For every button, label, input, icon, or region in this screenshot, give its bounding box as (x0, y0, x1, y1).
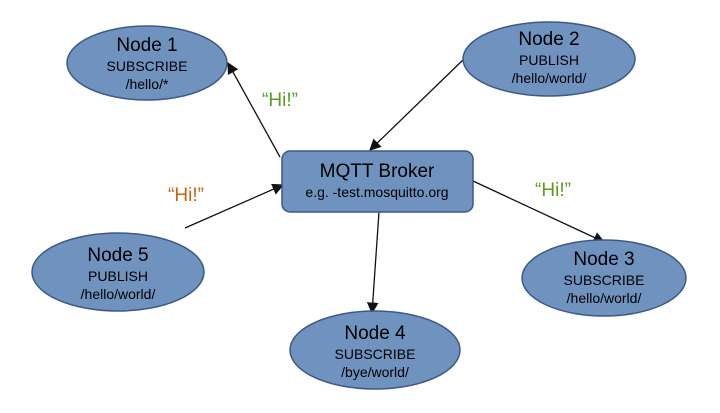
node-1-topic: /hello/* (126, 76, 169, 92)
node-5-topic: /hello/world/ (81, 286, 156, 302)
message-label-node-5-to-broker: “Hi!” (168, 185, 204, 206)
node-2-name: Node 2 (518, 29, 579, 50)
node-5-action: PUBLISH (88, 268, 148, 284)
edge-broker-to-node-4 (366, 211, 380, 315)
node-5: Node 5 PUBLISH /hello/world/ (31, 232, 205, 312)
node-2-topic: /hello/world/ (512, 70, 587, 86)
broker-title: MQTT Broker (320, 161, 435, 182)
edge-node-5-to-broker (184, 183, 285, 229)
node-1-name: Node 1 (116, 35, 177, 56)
mqtt-broker: MQTT Broker e.g. -test.mosquitto.org (281, 150, 474, 213)
broker-host: e.g. -test.mosquitto.org (305, 184, 448, 200)
node-1-action: SUBSCRIBE (107, 58, 188, 74)
node-2-action: PUBLISH (519, 52, 579, 68)
broker-shape (281, 150, 474, 213)
node-2: Node 2 PUBLISH /hello/world/ (462, 21, 636, 97)
node-4-name: Node 4 (344, 323, 406, 344)
node-3-action: SUBSCRIBE (564, 272, 645, 288)
node-5-shape (31, 232, 205, 312)
edge-broker-to-node-3 (472, 180, 606, 243)
node-2-shape (462, 21, 636, 97)
node-1: Node 1 SUBSCRIBE /hello/* (66, 25, 228, 101)
edge-broker-to-node-1 (227, 61, 281, 158)
node-3-topic: /hello/world/ (567, 290, 642, 306)
message-label-broker-to-node-1: “Hi!” (262, 90, 298, 111)
node-5-name: Node 5 (87, 245, 148, 266)
edge-node-2-to-broker (369, 57, 466, 151)
node-4-action: SUBSCRIBE (335, 346, 416, 362)
node-4-topic: /bye/world/ (341, 364, 409, 380)
node-4-shape (289, 310, 461, 390)
node-3-name: Node 3 (573, 249, 634, 270)
node-4: Node 4 SUBSCRIBE /bye/world/ (289, 310, 461, 390)
node-3-shape (521, 239, 687, 317)
node-3: Node 3 SUBSCRIBE /hello/world/ (521, 239, 687, 317)
message-label-broker-to-node-3: “Hi!” (535, 180, 571, 201)
node-1-shape (66, 25, 228, 101)
